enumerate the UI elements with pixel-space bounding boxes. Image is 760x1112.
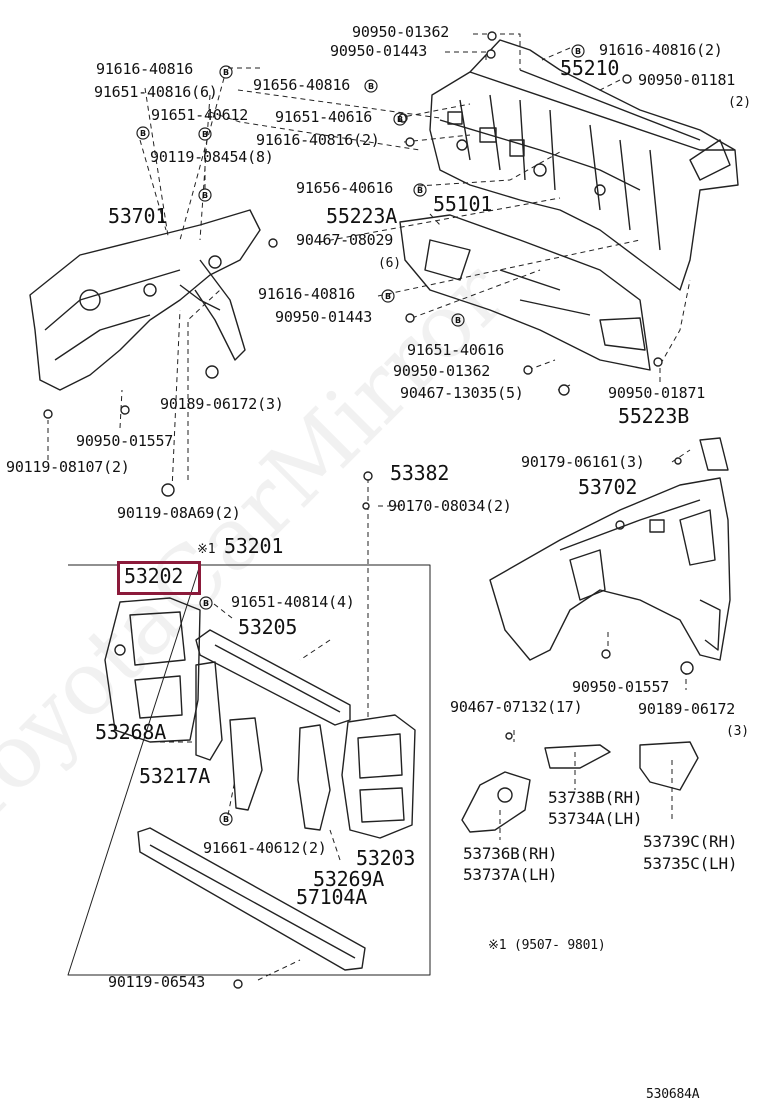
part-label[interactable]: 90119-08454(8) — [150, 148, 274, 166]
part-label[interactable]: 90179-06161(3) — [521, 453, 645, 471]
part-label[interactable]: 53269A — [313, 867, 385, 891]
part-label-selected[interactable]: 53202 — [124, 564, 184, 588]
part-label[interactable]: 53201 — [224, 534, 284, 558]
svg-text:B: B — [202, 130, 208, 139]
part-label[interactable]: 53701 — [108, 204, 168, 228]
part-label[interactable]: 91616-40816(2) — [256, 131, 380, 149]
part-label[interactable]: 53735C(LH) — [643, 854, 738, 873]
part-label[interactable]: 90119-06543 — [108, 973, 206, 991]
svg-text:B: B — [202, 191, 208, 200]
part-label[interactable]: 91616-40816 — [96, 60, 194, 78]
svg-text:B: B — [223, 68, 229, 77]
highlight-box-53202 — [117, 561, 201, 595]
part-label[interactable]: 55223B — [618, 404, 690, 428]
part-label[interactable]: 90950-01443 — [275, 308, 373, 326]
part-quantity: (2) — [728, 95, 751, 110]
svg-text:B: B — [368, 82, 374, 91]
svg-text:B: B — [203, 599, 209, 608]
part-label[interactable]: 90119-08107(2) — [6, 458, 130, 476]
figure-code: 530684A — [646, 1087, 700, 1102]
part-label[interactable]: 90950-01362 — [352, 23, 450, 41]
part-label[interactable]: 53737A(LH) — [463, 865, 558, 884]
part-label[interactable]: 90950-01557 — [572, 678, 670, 696]
svg-text:B: B — [397, 115, 403, 124]
svg-text:B: B — [417, 186, 423, 195]
part-label[interactable]: 91661-40612(2) — [203, 839, 327, 857]
svg-text:B: B — [385, 292, 391, 301]
part-label[interactable]: 90189-06172 — [638, 700, 736, 718]
svg-text:B: B — [575, 47, 581, 56]
svg-text:B: B — [223, 815, 229, 824]
part-label[interactable]: 90170-08034(2) — [388, 497, 512, 515]
svg-text:B: B — [140, 129, 146, 138]
part-label[interactable]: 53736B(RH) — [463, 844, 558, 863]
part-label[interactable]: 91656-40816 — [253, 76, 351, 94]
part-label[interactable]: 91651-40816(6) — [94, 83, 218, 101]
part-label[interactable]: 53702 — [578, 475, 638, 499]
part-quantity: (3) — [726, 724, 749, 739]
part-quantity: (6) — [378, 256, 401, 271]
part-label[interactable]: 90950-01871 — [608, 384, 706, 402]
part-label[interactable]: 55101 — [433, 192, 493, 216]
part-label[interactable]: 91651-40616 — [275, 108, 373, 126]
group-marker: ※1 — [197, 542, 216, 557]
part-label[interactable]: 90950-01443 — [330, 42, 428, 60]
part-label[interactable]: 90467-13035(5) — [400, 384, 524, 402]
part-label[interactable]: 53268A — [95, 720, 167, 744]
part-label[interactable]: 57104A — [296, 885, 368, 909]
part-label[interactable]: 90467-08029 — [296, 231, 394, 249]
part-label[interactable]: 90467-07132(17) — [450, 698, 583, 716]
part-label[interactable]: 90950-01362 — [393, 362, 491, 380]
part-label[interactable]: 55210 — [560, 56, 620, 80]
part-label[interactable]: 53205 — [238, 615, 298, 639]
part-label[interactable]: 53203 — [356, 846, 416, 870]
part-label[interactable]: 90950-01557 — [76, 432, 174, 450]
part-label[interactable]: 90189-06172(3) — [160, 395, 284, 413]
part-label[interactable]: 91651-40612 — [151, 106, 249, 124]
part-label[interactable]: 90950-01181 — [638, 71, 736, 89]
footnote: ※1 (9507- 9801) — [488, 938, 606, 953]
part-label[interactable]: 55223A — [326, 204, 398, 228]
part-label[interactable]: 53738B(RH) — [548, 788, 643, 807]
part-label[interactable]: 91616-40816 — [258, 285, 356, 303]
part-label[interactable]: 53217A — [139, 764, 211, 788]
svg-text:B: B — [455, 316, 461, 325]
part-label[interactable]: 91656-40616 — [296, 179, 394, 197]
part-label[interactable]: 91651-40616 — [407, 341, 505, 359]
part-label[interactable]: 53739C(RH) — [643, 832, 738, 851]
part-label[interactable]: 91616-40816(2) — [599, 41, 723, 59]
part-label[interactable]: 90119-08A69(2) — [117, 504, 241, 522]
part-label[interactable]: 53382 — [390, 461, 450, 485]
part-label[interactable]: 91651-40814(4) — [231, 593, 355, 611]
part-label[interactable]: 53734A(LH) — [548, 809, 643, 828]
